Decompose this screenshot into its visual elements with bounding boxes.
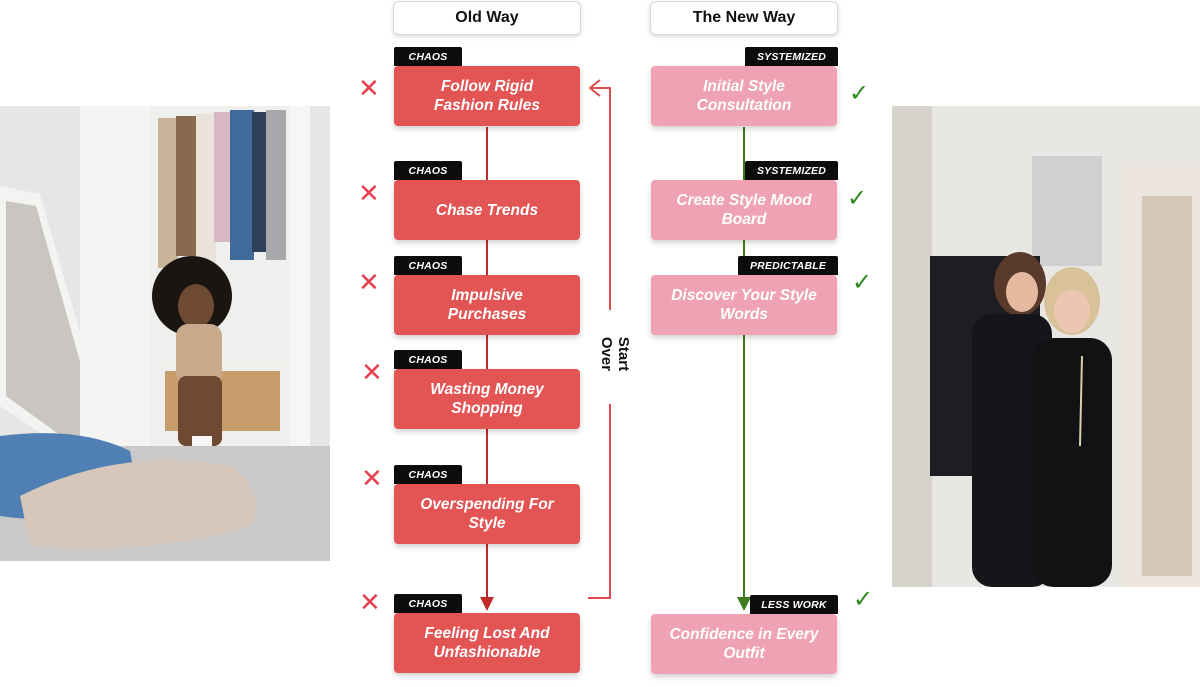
cross-icon: ✕ xyxy=(361,358,383,388)
cross-icon: ✕ xyxy=(358,74,380,104)
old-step-2-tag: CHAOS xyxy=(394,161,462,180)
cross-icon: ✕ xyxy=(358,179,380,209)
old-step-1-tag: CHAOS xyxy=(394,47,462,66)
check-icon: ✓ xyxy=(852,585,874,613)
new-step-2: Create Style Mood Board xyxy=(651,180,837,240)
old-step-5-tag: CHAOS xyxy=(394,465,462,484)
old-step-1: Follow Rigid Fashion Rules xyxy=(394,66,580,126)
start-over-label: Start Over xyxy=(593,324,637,384)
old-step-2: Chase Trends xyxy=(394,180,580,240)
old-step-6-tag: CHAOS xyxy=(394,594,462,613)
start-over-line2: Over xyxy=(598,336,615,372)
start-over-line1: Start xyxy=(615,336,632,372)
check-icon: ✓ xyxy=(846,184,868,212)
new-step-4: Confidence in Every Outfit xyxy=(651,614,837,674)
check-icon: ✓ xyxy=(851,268,873,296)
new-way-header: The New Way xyxy=(650,1,838,35)
right-photo-illustration xyxy=(892,106,1200,587)
start-over-loop xyxy=(588,404,611,599)
left-photo-sad-woman-closet xyxy=(0,106,330,561)
old-step-4: Wasting Money Shopping xyxy=(394,369,580,429)
left-photo-illustration xyxy=(0,106,330,561)
new-step-1-tag: SYSTEMIZED xyxy=(745,47,838,66)
new-step-2-tag: SYSTEMIZED xyxy=(745,161,838,180)
old-step-3: Impulsive Purchases xyxy=(394,275,580,335)
old-step-6: Feeling Lost And Unfashionable xyxy=(394,613,580,673)
cross-icon: ✕ xyxy=(359,588,381,618)
start-over-arrowhead xyxy=(588,79,601,97)
cross-icon: ✕ xyxy=(361,464,383,494)
new-step-4-tag: LESS WORK xyxy=(750,595,838,614)
cross-icon: ✕ xyxy=(358,268,380,298)
old-step-5: Overspending For Style xyxy=(394,484,580,544)
old-step-4-tag: CHAOS xyxy=(394,350,462,369)
new-step-3: Discover Your Style Words xyxy=(651,275,837,335)
check-icon: ✓ xyxy=(848,79,870,107)
old-step-3-tag: CHAOS xyxy=(394,256,462,275)
right-photo-stylist-with-client xyxy=(892,106,1200,587)
new-step-3-tag: PREDICTABLE xyxy=(738,256,838,275)
old-way-header: Old Way xyxy=(393,1,581,35)
new-step-1: Initial Style Consultation xyxy=(651,66,837,126)
